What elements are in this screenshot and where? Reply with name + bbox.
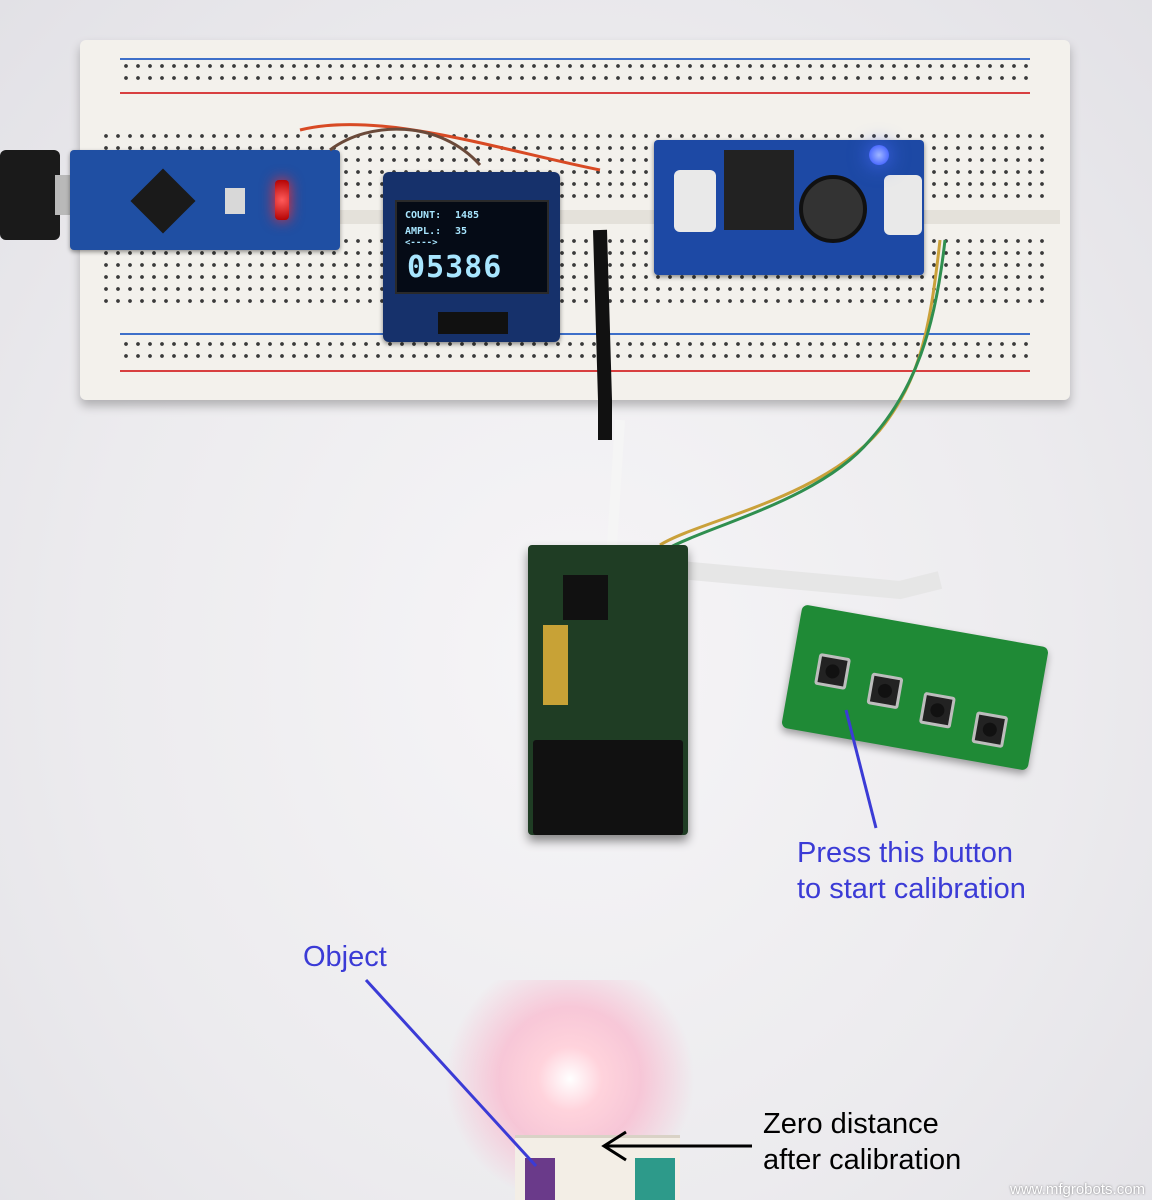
button-annotation-line1: Press this button <box>797 837 1013 869</box>
zero-annotation-line1: Zero distance <box>763 1108 939 1140</box>
capacitor-right <box>884 175 922 235</box>
orange-wire <box>299 123 601 172</box>
watermark: www.mfgrobots.com <box>1010 1181 1146 1198</box>
object-annotation: Object <box>303 941 387 973</box>
oled-screen: COUNT: 1485 AMPL.: 35 <----> 05386 <box>395 200 549 294</box>
bottom-power-rail-holes <box>120 338 1030 366</box>
button-pointer-line <box>844 709 878 829</box>
usb-plug <box>0 150 60 240</box>
arduino-nano-board <box>70 150 340 250</box>
display-flex-cable <box>438 312 508 334</box>
button-annotation-line2: to start calibration <box>797 873 1026 905</box>
box-print-teal <box>635 1158 675 1200</box>
blue-power-led <box>869 145 889 165</box>
top-power-rail-holes <box>120 60 1030 88</box>
count-value: 1485 <box>455 210 480 221</box>
rail-line-red-top <box>120 92 1030 94</box>
ampl-value: 35 <box>455 226 468 237</box>
distance-readout: 05386 <box>407 250 503 285</box>
laser-lens-housing <box>533 740 683 835</box>
regulator-ic <box>724 150 794 230</box>
green-wire <box>664 239 947 552</box>
inductor <box>799 175 867 243</box>
zero-arrow-head-icon <box>601 1130 627 1162</box>
zero-annotation-line2: after calibration <box>763 1144 962 1176</box>
brown-wire <box>329 127 482 166</box>
shield-plate <box>543 625 568 705</box>
white-wire <box>607 419 625 546</box>
rail-line-blue-top <box>120 58 1030 60</box>
laser-distance-module <box>528 545 688 835</box>
oled-display-module: COUNT: 1485 AMPL.: 35 <----> 05386 <box>383 172 560 342</box>
buck-converter-module <box>654 140 924 275</box>
object-pointer-line <box>364 978 538 1168</box>
reset-button <box>225 188 245 214</box>
ampl-label: AMPL.: <box>405 226 442 237</box>
led-indicators <box>275 180 289 220</box>
count-label: COUNT: <box>405 210 442 221</box>
capacitor-left <box>674 170 716 232</box>
black-ribbon-wire <box>593 229 612 440</box>
rail-line-red-bottom <box>120 370 1030 372</box>
flat-ribbon-cable <box>679 561 943 600</box>
module-chip <box>563 575 608 620</box>
range-arrow-icon: <----> <box>405 238 438 248</box>
rail-line-blue-bottom <box>120 333 1030 335</box>
box-print-purple <box>525 1158 555 1200</box>
